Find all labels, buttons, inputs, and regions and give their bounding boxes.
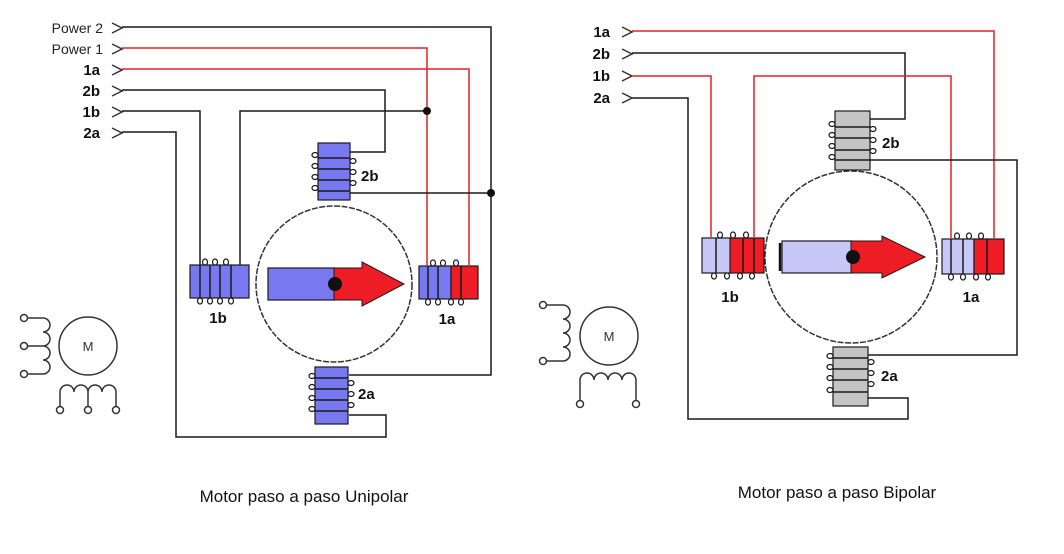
bipolar-coil-2a (826, 346, 875, 407)
bipolar-wire-1-bridge (753, 75, 952, 238)
connector-icon (621, 70, 634, 82)
wire-power2 (122, 26, 492, 376)
coil-label-2a: 2a (358, 386, 375, 403)
wire-2b (122, 89, 386, 153)
rotor-magnet (267, 261, 406, 307)
connector-icon (111, 64, 124, 76)
connector-icon (111, 127, 124, 139)
terminal-label-2a: 2a (83, 125, 100, 142)
bipolar-rotor-magnet (778, 235, 927, 279)
connector-icon (621, 26, 634, 38)
bipolar-coil-label-2a: 2a (881, 368, 898, 385)
bipolar-coil-label-1b: 1b (721, 289, 739, 306)
bipolar-motor-symbol-icon: M (538, 300, 641, 409)
terminal-label-1b: 1b (82, 104, 100, 121)
junction-dot (423, 107, 431, 115)
bipolar-diagram: 1a 2b 1b 2a (538, 24, 1018, 502)
bipolar-caption: Motor paso a paso Bipolar (738, 483, 937, 502)
terminal-connectors (111, 22, 124, 139)
bipolar-coil-2b (828, 110, 877, 171)
bipolar-terminal-connectors (621, 26, 634, 104)
bipolar-terminal-label-1b: 1b (592, 68, 610, 85)
connector-icon (111, 22, 124, 34)
bipolar-coil-label-1a: 1a (963, 289, 980, 306)
connector-icon (111, 106, 124, 118)
coil-label-1a: 1a (439, 311, 456, 328)
connector-icon (621, 92, 634, 104)
coil-2b (311, 142, 357, 201)
magnet-north-arrow (850, 235, 927, 279)
connector-icon (111, 43, 124, 55)
wire-2a (122, 131, 387, 438)
wire-1b-common (239, 110, 427, 265)
terminal-label-power2: Power 2 (52, 20, 104, 36)
magnet-south-pole (267, 267, 336, 301)
unipolar-motor-symbol-icon: M (19, 313, 121, 415)
terminal-label-power1: Power 1 (52, 41, 104, 57)
coil-1a (418, 259, 479, 306)
bipolar-motor-symbol-label: M (604, 329, 615, 344)
coil-loops (311, 151, 357, 192)
bipolar-terminal-label-1a: 1a (593, 24, 610, 41)
bipolar-coil-label-2b: 2b (882, 135, 900, 152)
connector-icon (621, 48, 634, 60)
bipolar-terminal-label-2a: 2a (593, 90, 610, 107)
bipolar-wire-1a (632, 30, 995, 238)
junction-dot (487, 189, 495, 197)
rotor-axis-dot (328, 277, 342, 291)
terminal-label-1a: 1a (83, 62, 100, 79)
terminal-label-2b: 2b (82, 83, 100, 100)
bipolar-wire-2-bridge (868, 159, 1018, 356)
bipolar-terminal-label-2b: 2b (592, 46, 610, 63)
bipolar-coil-1a (941, 232, 1005, 281)
wire-1b (122, 110, 201, 265)
coil-label-1b: 1b (209, 310, 227, 327)
magnet-south-pole (781, 240, 853, 274)
bipolar-wire-1b (632, 75, 712, 237)
coil-label-2b: 2b (361, 168, 379, 185)
coil-1b (189, 258, 250, 305)
motor-symbol-label: M (83, 339, 94, 354)
bipolar-wire-2b (632, 52, 906, 120)
magnet-north-arrow (333, 261, 406, 307)
unipolar-caption: Motor paso a paso Unipolar (200, 487, 409, 506)
bipolar-coil-1b (701, 231, 765, 280)
coil-2a (308, 366, 355, 425)
bipolar-wire-2a (632, 97, 909, 420)
rotor-axis-dot (846, 250, 860, 264)
connector-icon (111, 85, 124, 97)
unipolar-diagram: Power 2 Power 1 1a 2b 1b 2a (19, 20, 495, 506)
wire-1a (122, 68, 470, 265)
